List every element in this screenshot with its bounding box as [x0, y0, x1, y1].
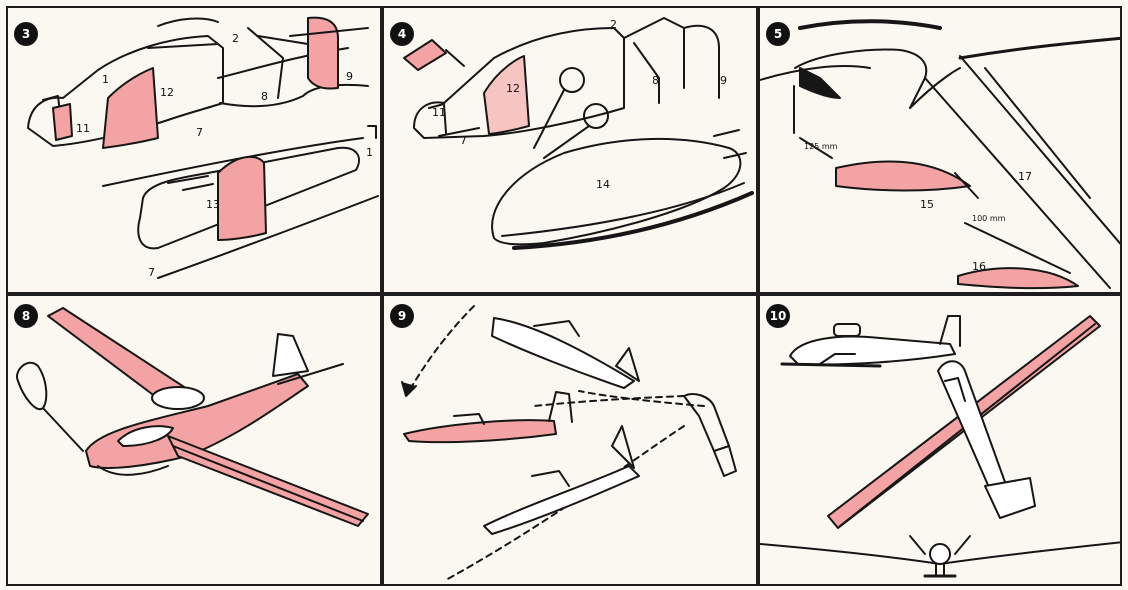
label-8: 8 — [261, 90, 268, 103]
label-7b: 7 — [148, 266, 155, 279]
label-11: 11 — [432, 106, 446, 119]
dimension-100mm: 100 mm — [972, 214, 1005, 223]
label-17: 17 — [1018, 170, 1032, 183]
label-9: 9 — [346, 70, 353, 83]
label-12: 12 — [160, 86, 174, 99]
label-11: 11 — [76, 122, 90, 135]
canopy-assembly-drawing — [384, 8, 758, 294]
label-2: 2 — [610, 18, 617, 31]
canopy-frames-drawing — [8, 8, 382, 294]
panel-9: 9 — [382, 294, 758, 586]
step-badge-5: 5 — [766, 22, 790, 46]
panel-10: 10 — [758, 294, 1122, 586]
label-15: 15 — [920, 198, 934, 211]
glider-views-drawing — [760, 296, 1122, 586]
panel-8: 8 — [6, 294, 382, 586]
step-badge-4: 4 — [390, 22, 414, 46]
label-12: 12 — [506, 82, 520, 95]
label-2: 2 — [232, 32, 239, 45]
wing-sections-drawing — [760, 8, 1122, 294]
glider-assembled-drawing — [8, 296, 382, 586]
label-7: 7 — [460, 134, 467, 147]
step-badge-8: 8 — [14, 304, 38, 328]
label-14: 14 — [596, 178, 610, 191]
launch-sequence-drawing — [384, 296, 758, 586]
label-9: 9 — [720, 74, 727, 87]
panel-4: 4 2 12 11 7 8 9 — [382, 6, 758, 294]
step-badge-3: 3 — [14, 22, 38, 46]
panel-3: 3 1 2 12 11 8 — [6, 6, 382, 294]
step-badge-9: 9 — [390, 304, 414, 328]
label-1: 1 — [102, 73, 109, 86]
label-7: 7 — [196, 126, 203, 139]
step-badge-10: 10 — [766, 304, 790, 328]
dimension-125mm: 125 mm — [804, 142, 837, 151]
label-1b: 1 — [366, 146, 373, 159]
label-13: 13 — [206, 198, 220, 211]
label-16: 16 — [972, 260, 986, 273]
label-8: 8 — [652, 74, 659, 87]
panel-5: 5 125 mm 15 17 100 mm 16 — [758, 6, 1122, 294]
